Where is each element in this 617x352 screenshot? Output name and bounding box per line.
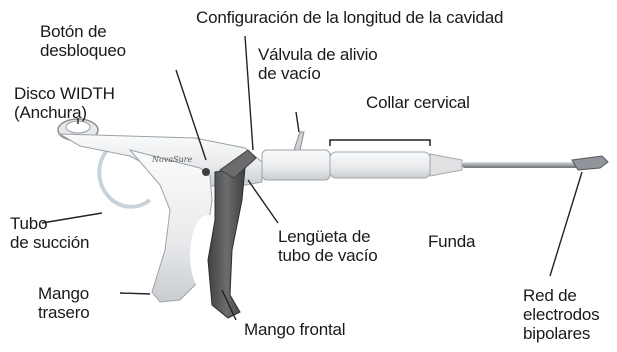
label-vacuum-tab: Lengüeta de tubo de vacío: [278, 227, 378, 265]
label-front-handle: Mango frontal: [244, 320, 346, 339]
electrode-array-tip: [571, 155, 609, 171]
label-release-button: Botón de desbloqueo: [40, 22, 126, 60]
label-suction-tube: Tubo de succión: [10, 214, 90, 252]
brand-mark: NovaSure: [151, 155, 193, 164]
label-vacuum-relief-valve: Válvula de alivio de vacío: [258, 45, 378, 83]
label-width-dial: Disco WIDTH (Anchura): [14, 84, 115, 122]
collar-taper: [429, 153, 463, 177]
leader-rear-handle: [119, 292, 151, 295]
front-handle: [207, 167, 246, 319]
valve-body: [261, 149, 331, 181]
leader-vacuum-tab: [247, 179, 279, 224]
leader-vacuum-relief: [295, 111, 300, 133]
leader-front-handle: [221, 289, 237, 321]
label-electrode-array: Red de electrodos bipolares: [523, 286, 600, 343]
vacuum-tab: [219, 149, 257, 179]
suction-tube: [97, 143, 152, 209]
vacuum-relief-valve: [293, 131, 305, 151]
release-button: [202, 168, 210, 176]
leader-electrode-array: [549, 171, 583, 277]
label-sheath: Funda: [428, 232, 476, 251]
label-rear-handle: Mango trasero: [38, 284, 90, 322]
sheath-tube: [462, 162, 580, 168]
label-cervical-collar: Collar cervical: [366, 93, 470, 112]
label-cavity-length-setting: Configuración de la longitud de la cavid…: [196, 8, 504, 27]
leader-lines: [41, 35, 583, 321]
leader-release-button: [175, 69, 207, 161]
leader-suction-tube: [41, 212, 103, 224]
cervical-collar: [329, 151, 431, 179]
leader-cavity-length: [244, 35, 254, 151]
collar-bracket: [329, 139, 431, 146]
